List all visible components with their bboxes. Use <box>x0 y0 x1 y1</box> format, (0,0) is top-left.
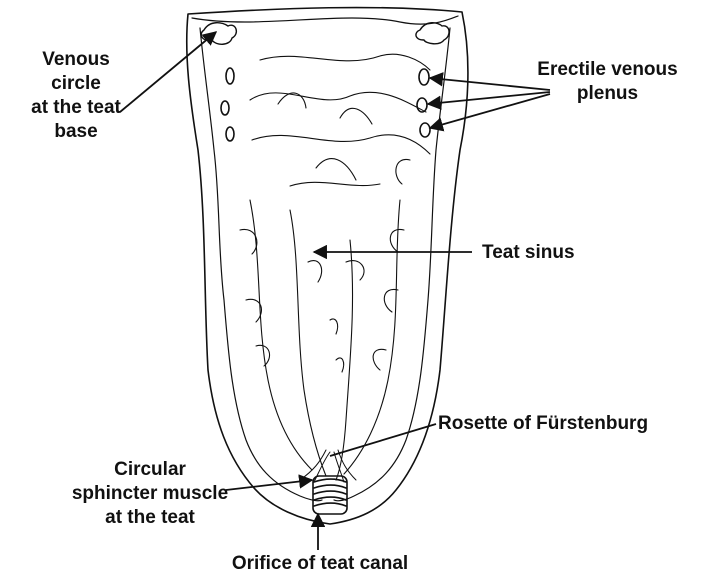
venous-circle-shape-right <box>416 23 449 44</box>
label-rosette: Rosette of Fürstenburg <box>438 412 648 436</box>
rosette-leader <box>330 424 436 456</box>
teat-top-rim <box>192 16 458 24</box>
sphincter-leader <box>226 480 312 490</box>
plexus-oval <box>226 68 234 84</box>
plexus-oval <box>419 69 429 85</box>
plexus-oval <box>226 127 234 141</box>
label-sphincter: Circular sphincter muscle at the teat <box>70 458 230 530</box>
plexus-oval <box>221 101 229 115</box>
label-erectile-plexus: Erectile venous plenus <box>520 58 695 106</box>
plexus-oval <box>420 123 430 137</box>
label-venous-circle: Venous circle at the teat base <box>6 48 146 144</box>
label-teat-sinus: Teat sinus <box>482 241 575 265</box>
sphincter-coils <box>313 476 347 514</box>
label-orifice: Orifice of teat canal <box>200 552 440 576</box>
